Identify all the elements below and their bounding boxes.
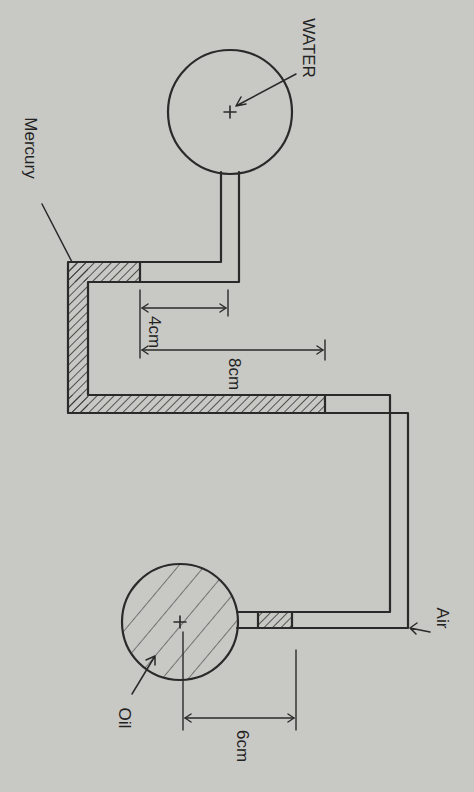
- fluid-label: Air: [434, 608, 451, 629]
- oil-bulb: [122, 564, 238, 680]
- mercury-leader: [42, 204, 72, 262]
- fluid-label: Mercury: [22, 117, 39, 178]
- tube-inner: [88, 172, 390, 612]
- water-leader: [236, 74, 296, 106]
- water-bulb: [168, 50, 292, 174]
- fluid-label: Oil: [116, 708, 133, 729]
- oil-leader: [132, 656, 155, 694]
- tube-outer: [68, 172, 408, 628]
- dimension-label: 6cm: [234, 730, 251, 762]
- fluid-label: WATER: [300, 18, 317, 78]
- dimension-label: 4cm: [146, 316, 163, 348]
- air-leader: [410, 623, 430, 634]
- dimension-label: 8cm: [226, 358, 243, 390]
